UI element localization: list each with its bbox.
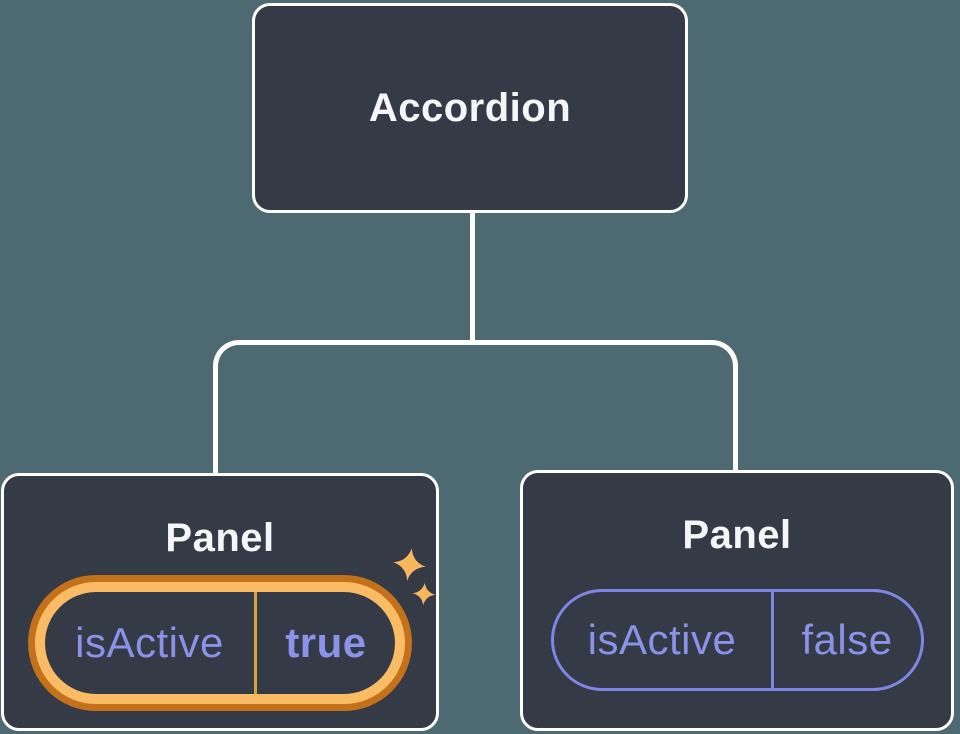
state-pill-inactive: isActive false bbox=[550, 589, 924, 691]
panel-label: Panel bbox=[165, 516, 275, 560]
accordion-node: Accordion bbox=[252, 3, 688, 213]
state-name: isActive bbox=[75, 619, 224, 666]
state-value: true bbox=[285, 619, 367, 666]
state-pill-active: isActive true bbox=[45, 592, 395, 694]
panel-node-active: Panel isActive true bbox=[1, 473, 439, 731]
sparkle-small-icon bbox=[411, 581, 437, 607]
panel-node-inactive: Panel isActive false bbox=[520, 470, 954, 731]
pill-divider bbox=[770, 592, 774, 688]
connector-branch bbox=[213, 340, 738, 473]
state-name: isActive bbox=[587, 616, 737, 663]
panel-label: Panel bbox=[682, 513, 792, 557]
accordion-label: Accordion bbox=[368, 86, 572, 130]
pill-divider bbox=[254, 592, 257, 694]
connector-stem bbox=[470, 211, 475, 345]
sparkle-large-icon bbox=[390, 545, 430, 585]
state-value: false bbox=[801, 616, 893, 663]
